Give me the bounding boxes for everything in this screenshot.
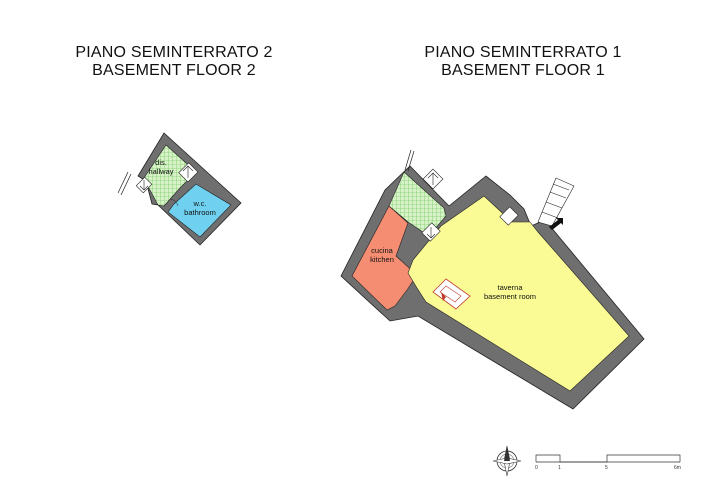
floor2-title-en: BASEMENT FLOOR 2 [92, 62, 256, 79]
bathroom-label-en: bathroom [184, 208, 216, 217]
scale-label-0: 0 [535, 465, 538, 471]
scale-bar [535, 454, 681, 463]
compass-icon [492, 445, 522, 477]
kitchen-label-it: cucina [371, 246, 394, 255]
scale-bar-labels: 0 1 5 6m [535, 465, 681, 471]
scale-label-6m: 6m [674, 465, 681, 471]
floor1-stairs [421, 168, 519, 242]
taverna-label-it: taverna [497, 283, 523, 292]
fireplace-icon [432, 278, 471, 310]
floor2-plan: dis. hallway w.c. bathroom [117, 132, 242, 246]
floor2-title: PIANO SEMINTERRATO 2 BASEMENT FLOOR 2 [58, 44, 290, 80]
scale-label-5: 5 [605, 465, 608, 471]
entrance-steps [537, 177, 575, 227]
scale-label-1: 1 [558, 465, 561, 471]
floor2-stairs [135, 162, 199, 194]
room-kitchen [351, 205, 418, 311]
floor1-title: PIANO SEMINTERRATO 1 BASEMENT FLOOR 1 [395, 44, 651, 80]
floor1-plan: cucina kitchen taverna basement room [340, 149, 645, 410]
taverna-label-en: basement room [484, 292, 536, 301]
floor1-title-it: PIANO SEMINTERRATO 1 [424, 44, 622, 61]
floor1-title-en: BASEMENT FLOOR 1 [441, 62, 605, 79]
kitchen-label-en: kitchen [370, 255, 394, 264]
bathroom-label-it: w.c. [193, 199, 207, 208]
floor2-title-it: PIANO SEMINTERRATO 2 [75, 44, 273, 61]
room-bathroom [167, 183, 232, 238]
hallway-label-en: hallway [148, 167, 173, 176]
entrance-arrow-icon [549, 218, 563, 230]
room-taverna [407, 195, 630, 392]
hallway-label-it: dis. [155, 158, 167, 167]
